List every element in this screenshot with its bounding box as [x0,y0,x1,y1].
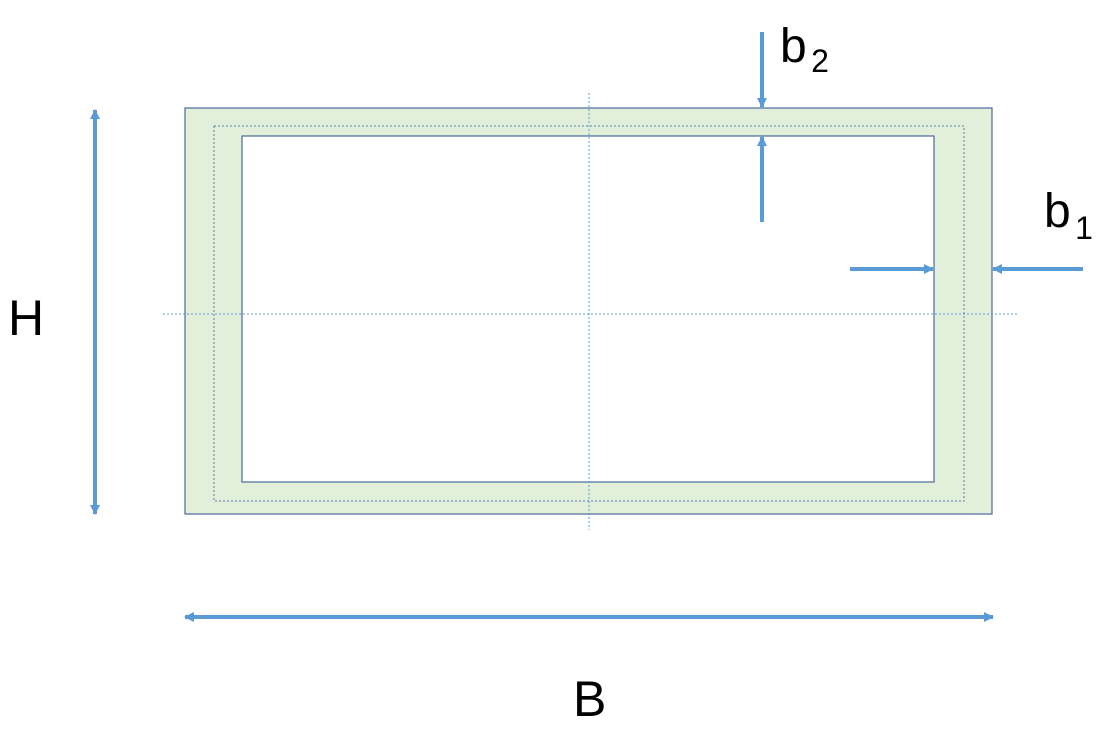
inner-hollow [241,135,935,483]
wall-side-label: b 1 [1044,185,1093,246]
wall-top-label-subscript: 2 [811,43,829,79]
wall-side-label-base: b [1044,185,1071,238]
wall-side-label-subscript: 1 [1075,210,1093,246]
wall-top-label-base: b [780,20,807,73]
height-label: H [8,290,44,346]
wall-top-label: b 2 [780,20,829,79]
width-label: B [573,671,606,727]
